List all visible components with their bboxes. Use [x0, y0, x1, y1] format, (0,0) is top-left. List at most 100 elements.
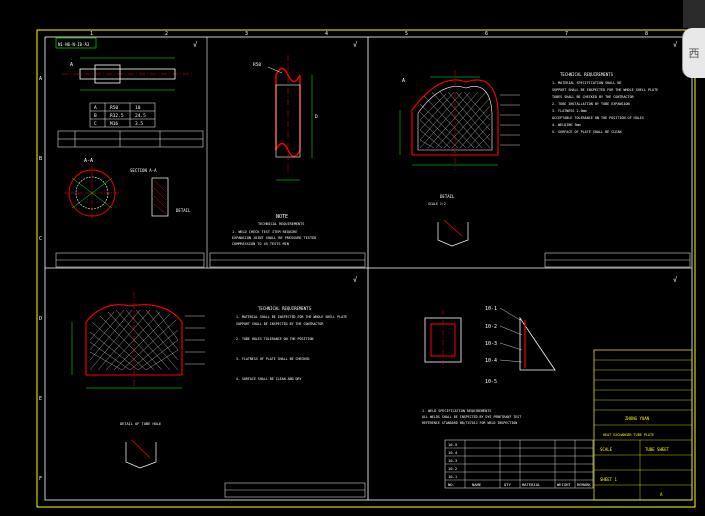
title-company: ZHONG YUAN [625, 416, 650, 421]
grid-col-5: 5 [405, 31, 408, 37]
panel4-note-title: TECHNICAL REQUIREMENTS [258, 306, 312, 311]
title-sub: TUBE SHEET [645, 447, 670, 452]
panel3-note-title: TECHNICAL REQUIREMENTS [560, 72, 614, 77]
ime-indicator-button[interactable]: 西 [682, 28, 705, 78]
panel3-right-leaders [500, 94, 520, 146]
panel4-weld-symbol: √ [353, 276, 358, 284]
panel-3-tubesheet-top: √ A TECHNICAL REQUIREMENTS 1. MATERIAL S… [399, 41, 691, 268]
tbl-r2-c2: R32.5 [110, 113, 124, 119]
panel1-shaft-body [79, 68, 176, 80]
panel5-label-1: 10-1 [485, 306, 497, 312]
drawing-border-outer [36, 29, 696, 508]
tbl-r3-c1: C [94, 121, 97, 127]
panel5-note-line-3: REFERENCE STANDARD NB/T47013 FOR WELD IN… [422, 421, 517, 425]
bom-row-2: 10-4 [448, 450, 458, 455]
title-sheet: SHEET 1 [600, 477, 617, 482]
panel4-note-line-4: 3. FLATNESS OF PLATE SHALL BE CHECKED [236, 357, 309, 361]
panel4-right-leaders [185, 315, 205, 365]
bom-row-1: 10-5 [448, 442, 457, 447]
panel3-detail-sub: SCALE 1:2 [428, 202, 446, 206]
panel2-note-line-3: COMPRESSION TO 45 TESTS MIN [232, 242, 289, 246]
tbl-r2-c1: B [94, 113, 97, 119]
panel2-note-line-2: EXPANSION JOINT SHALL BE PRESSURE TESTED [232, 236, 316, 240]
panel3-note-line-8: 5. SURFACE OF PLATE SHALL BE CLEAN [552, 130, 621, 134]
panel5-label-2: 10-2 [485, 324, 497, 330]
title-rev: A [660, 492, 663, 497]
bom-row-3: 10-3 [448, 458, 457, 463]
grid-row-e: E [39, 396, 42, 402]
tbl-r3-c3: 3.5 [135, 121, 143, 127]
panel4-note-line-5: 4. SURFACE SHALL BE CLEAN AND DRY [236, 377, 302, 381]
grid-row-c: C [39, 236, 42, 242]
panel5-label-3: 10-3 [485, 341, 497, 347]
panel4-note-line-1: 1. MATERIAL SHALL BE INSPECTED FOR THE W… [236, 315, 347, 319]
panel5-note-line-1: 1. WELD SPECIFICATION REQUIREMENTS [422, 409, 491, 413]
panel2-leader [267, 66, 283, 74]
panel3-detail-red [443, 219, 463, 237]
panel3-detail-label: DETAIL [440, 194, 455, 199]
panel4-detail-shape [125, 442, 157, 469]
panel4-detail-red [131, 439, 151, 459]
bom-row-5: 10-1 [448, 474, 458, 479]
panel5-leaders [499, 307, 523, 363]
panel-5-assembly: √ 10-1 10-2 10-3 10-4 10-5 1. WELD SPECI… [422, 276, 678, 425]
grid-row-labels-left: A B C D E F [39, 76, 42, 482]
tbl-r1-c2: R50 [110, 105, 118, 111]
panel3-note-line-3: TUBES SHALL BE CHECKED BY THE CONTRACTOR [552, 95, 635, 99]
panel1-dimension-table [89, 102, 156, 128]
panel1-parts-strip [57, 130, 204, 148]
panel-2-bellows-joint: √ R50 D NOTE TECHNICAL REQUIREMENTS 1. W… [209, 41, 366, 268]
ime-label: 西 [688, 47, 700, 60]
tbl-r1-c3: 10 [135, 105, 141, 111]
panel-4-tubesheet-bottom: √ TECHNICAL REQUIREMENTS 1. MATERIAL SHA… [71, 276, 366, 498]
grid-col-2: 2 [165, 31, 168, 37]
panel3-note-line-1: 1. MATERIAL SPECIFICATION SHALL BE [552, 81, 621, 85]
panel1-tag-box [55, 37, 97, 49]
panel1-side-piece-hatch [153, 179, 167, 215]
bom-head-1: NO. [448, 482, 455, 487]
panel1-callout-detail: DETAIL [176, 208, 191, 213]
panel3-note-line-2: SUPPORT SHALL BE INSPECTED FOR THE WHOLE… [552, 88, 658, 92]
panel1-weld-symbol: √ [193, 41, 198, 49]
panel4-note-line-3: 2. TUBE HOLES TOLERANCE ON THE POSITION [236, 337, 313, 341]
panel4-tubesheet-outline [85, 304, 183, 376]
panel2-note-sub: TECHNICAL REQUIREMENTS [258, 222, 304, 226]
bom-head-4: MATERIAL [522, 482, 541, 487]
grid-row-a: A [39, 76, 42, 82]
panel2-weld-symbol: √ [353, 41, 358, 49]
panel4-detail-label: DETAIL OF TUBE HOLE [120, 422, 161, 426]
panel1-shaft-collar [94, 64, 121, 84]
panel5-bracket [519, 316, 556, 371]
panel4-note-line-2: SUPPORT SHALL BE INSPECTED BY THE CONTRA… [236, 322, 323, 326]
title-block: ZHONG YUAN HEAT EXCHANGER TUBE PLATE SCA… [593, 349, 693, 501]
bom-head-5: WEIGHT [557, 482, 571, 487]
panel3-tubesheet-outline [411, 79, 499, 156]
grid-column-labels-top: 1 2 3 4 5 6 7 8 [90, 31, 648, 37]
panel4-tube-hatch [89, 309, 179, 371]
tbl-r1-c1: A [94, 105, 97, 111]
panel1-section-label: A-A [84, 158, 93, 164]
grid-row-f: F [39, 476, 42, 482]
panel3-weld-symbol: √ [673, 41, 678, 49]
panel3-note-line-4: 2. TUBE INSTALLATION BY TUBE EXPANSION [552, 102, 630, 106]
grid-row-b: B [39, 156, 42, 162]
panel2-note-title: NOTE [276, 214, 288, 220]
grid-col-6: 6 [485, 31, 488, 37]
drawing-border-inner [44, 36, 693, 501]
title-drawing-no: SCALE [600, 447, 613, 452]
panel3-detail-shape [437, 222, 469, 247]
panel1-tag: N1-N6-N-I0-A3 [58, 42, 90, 47]
window-edge-strip [683, 0, 705, 28]
grid-row-d: D [39, 316, 42, 322]
panel3-note-line-7: 4. WELDING 3mm [552, 123, 581, 127]
title-line: HEAT EXCHANGER TUBE PLATE [603, 433, 654, 437]
panel1-detail-label: SECTION A-A [130, 168, 157, 173]
panel3-callout: A [402, 78, 405, 84]
panel5-label-4: 10-4 [485, 358, 497, 364]
panel-1-flange-detail: N1-N6-N-I0-A3 √ A A R50 10 B R32.5 24.5 … [55, 37, 205, 268]
tbl-r3-c2: M16 [110, 121, 118, 127]
panel1-callout: A [70, 62, 73, 68]
panel5-note-line-2: ALL WELDS SHALL BE INSPECTED BY DYE PENE… [422, 415, 521, 419]
